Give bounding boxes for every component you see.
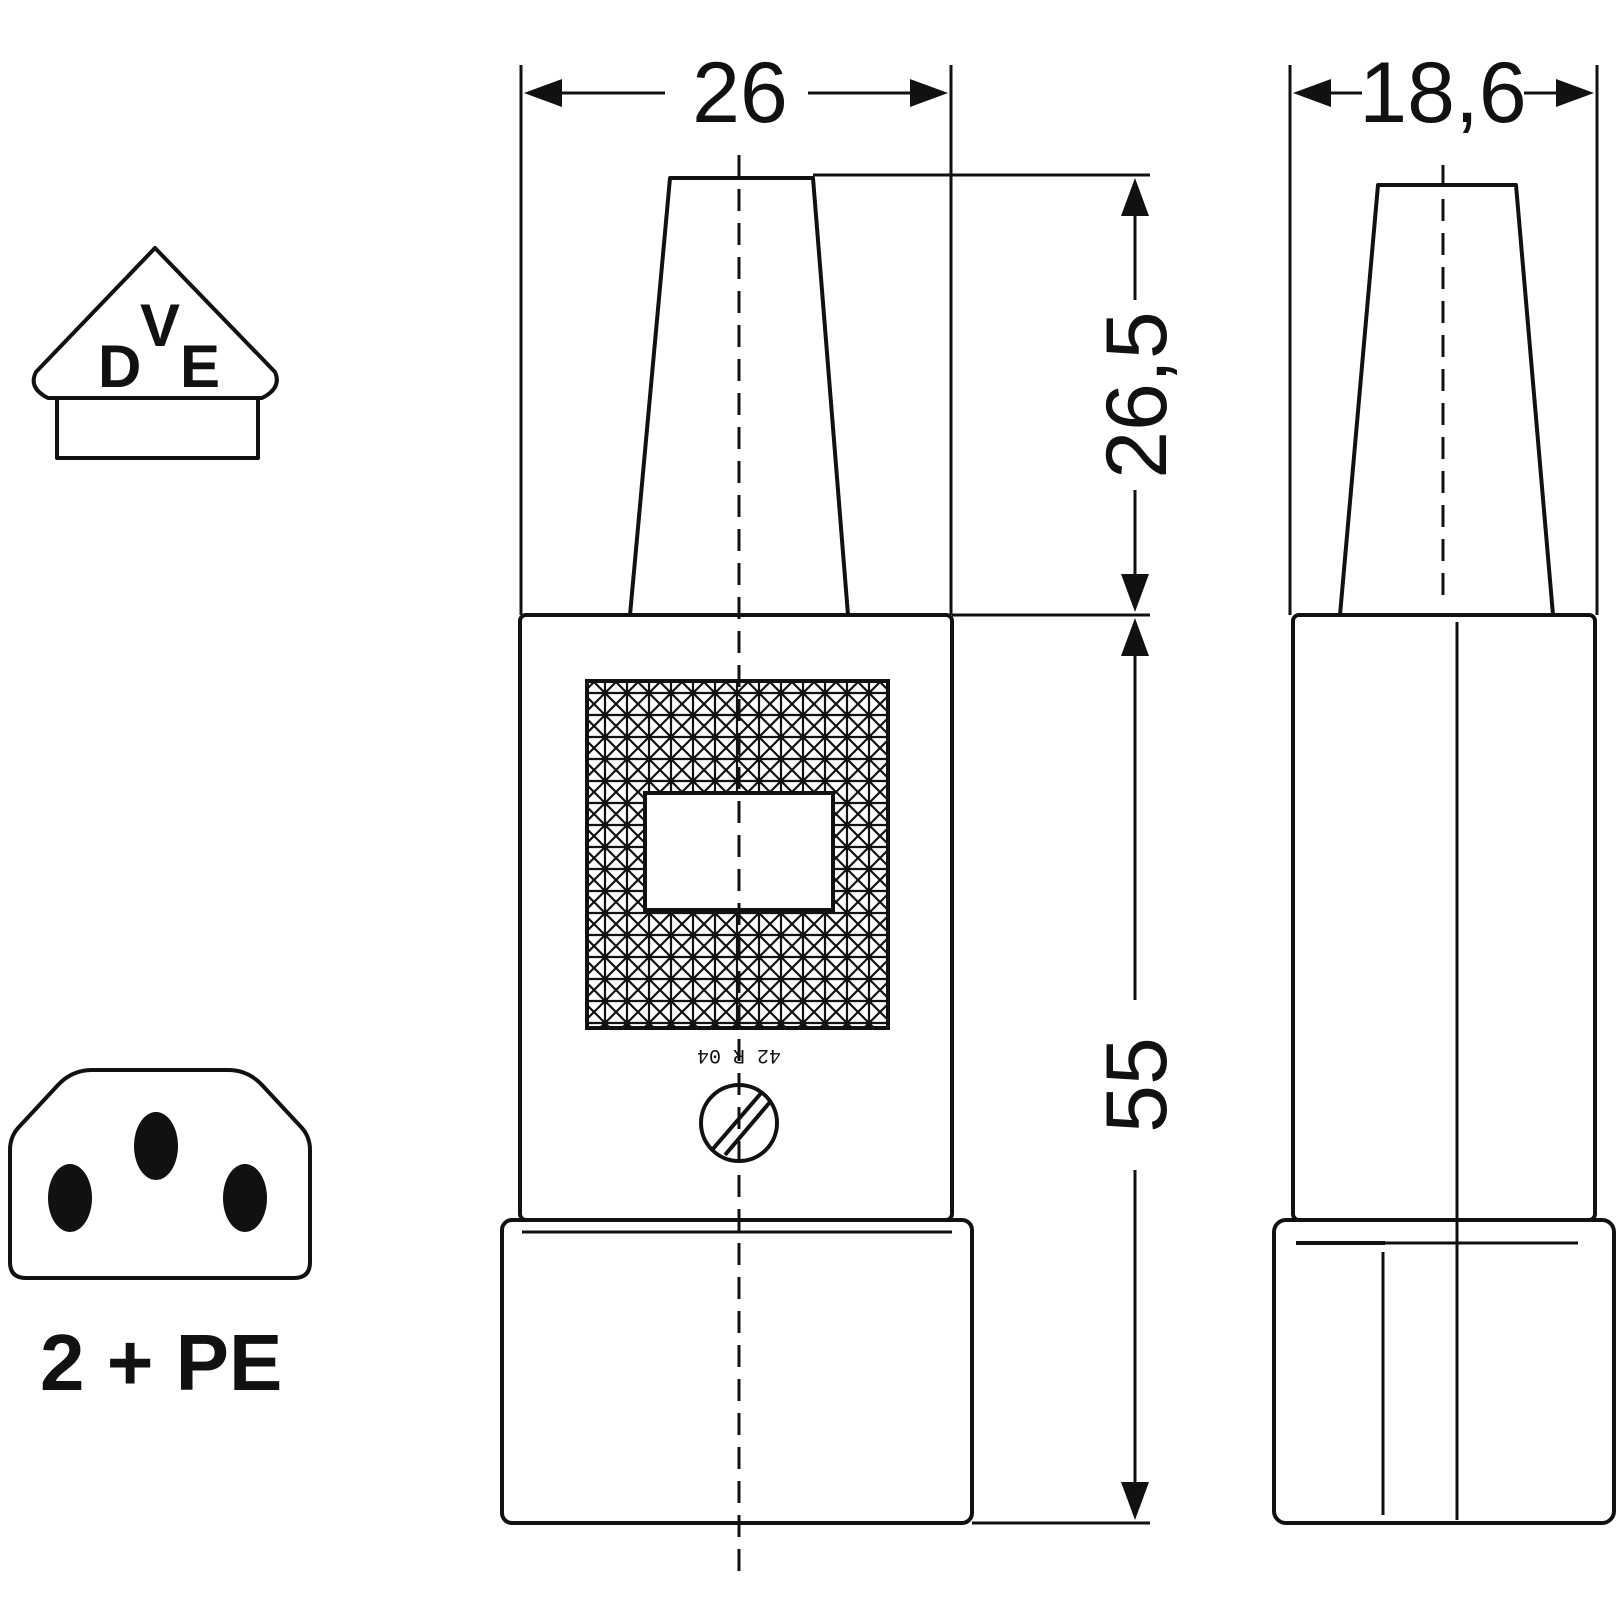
pe-pin-hole — [134, 1112, 178, 1180]
socket-face-symbol — [8, 1068, 312, 1280]
pin-hole-left — [48, 1164, 92, 1232]
dimension-height-body: 55 — [972, 618, 1185, 1525]
vde-letter-e: E — [180, 333, 220, 400]
pin-hole-right — [223, 1164, 267, 1232]
dimension-label-26-5: 26,5 — [1089, 311, 1185, 478]
vde-logo: D V E — [31, 246, 279, 460]
front-view: 42 R 04 — [500, 155, 974, 1580]
textured-grip-pad — [585, 679, 890, 1030]
side-view — [1272, 165, 1616, 1525]
dimension-height-grip: 26,5 — [813, 173, 1185, 617]
pin-config-label: 2 + PE — [40, 1318, 282, 1407]
dimension-width-side: 18,6 — [1288, 45, 1599, 615]
dimension-label-26: 26 — [692, 45, 788, 141]
vde-letter-v: V — [140, 292, 180, 359]
dimension-width-front: 26 — [519, 45, 953, 615]
dimension-label-18-6: 18,6 — [1359, 45, 1526, 141]
vde-letter-d: D — [98, 333, 141, 400]
dimension-label-55: 55 — [1089, 1037, 1185, 1133]
